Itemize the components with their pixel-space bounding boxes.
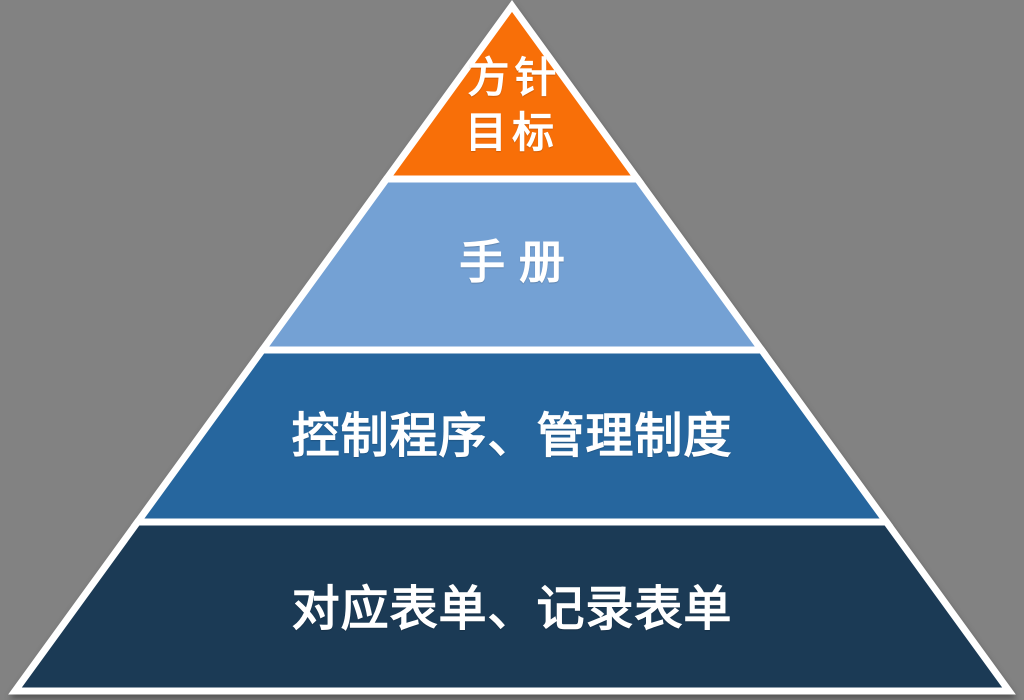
pyramid-level-3-shape bbox=[130, 346, 894, 526]
pyramid-level-4-shape bbox=[8, 518, 1016, 695]
pyramid-level-1-shape bbox=[379, 0, 645, 183]
pyramid-level-2-shape bbox=[255, 175, 769, 354]
